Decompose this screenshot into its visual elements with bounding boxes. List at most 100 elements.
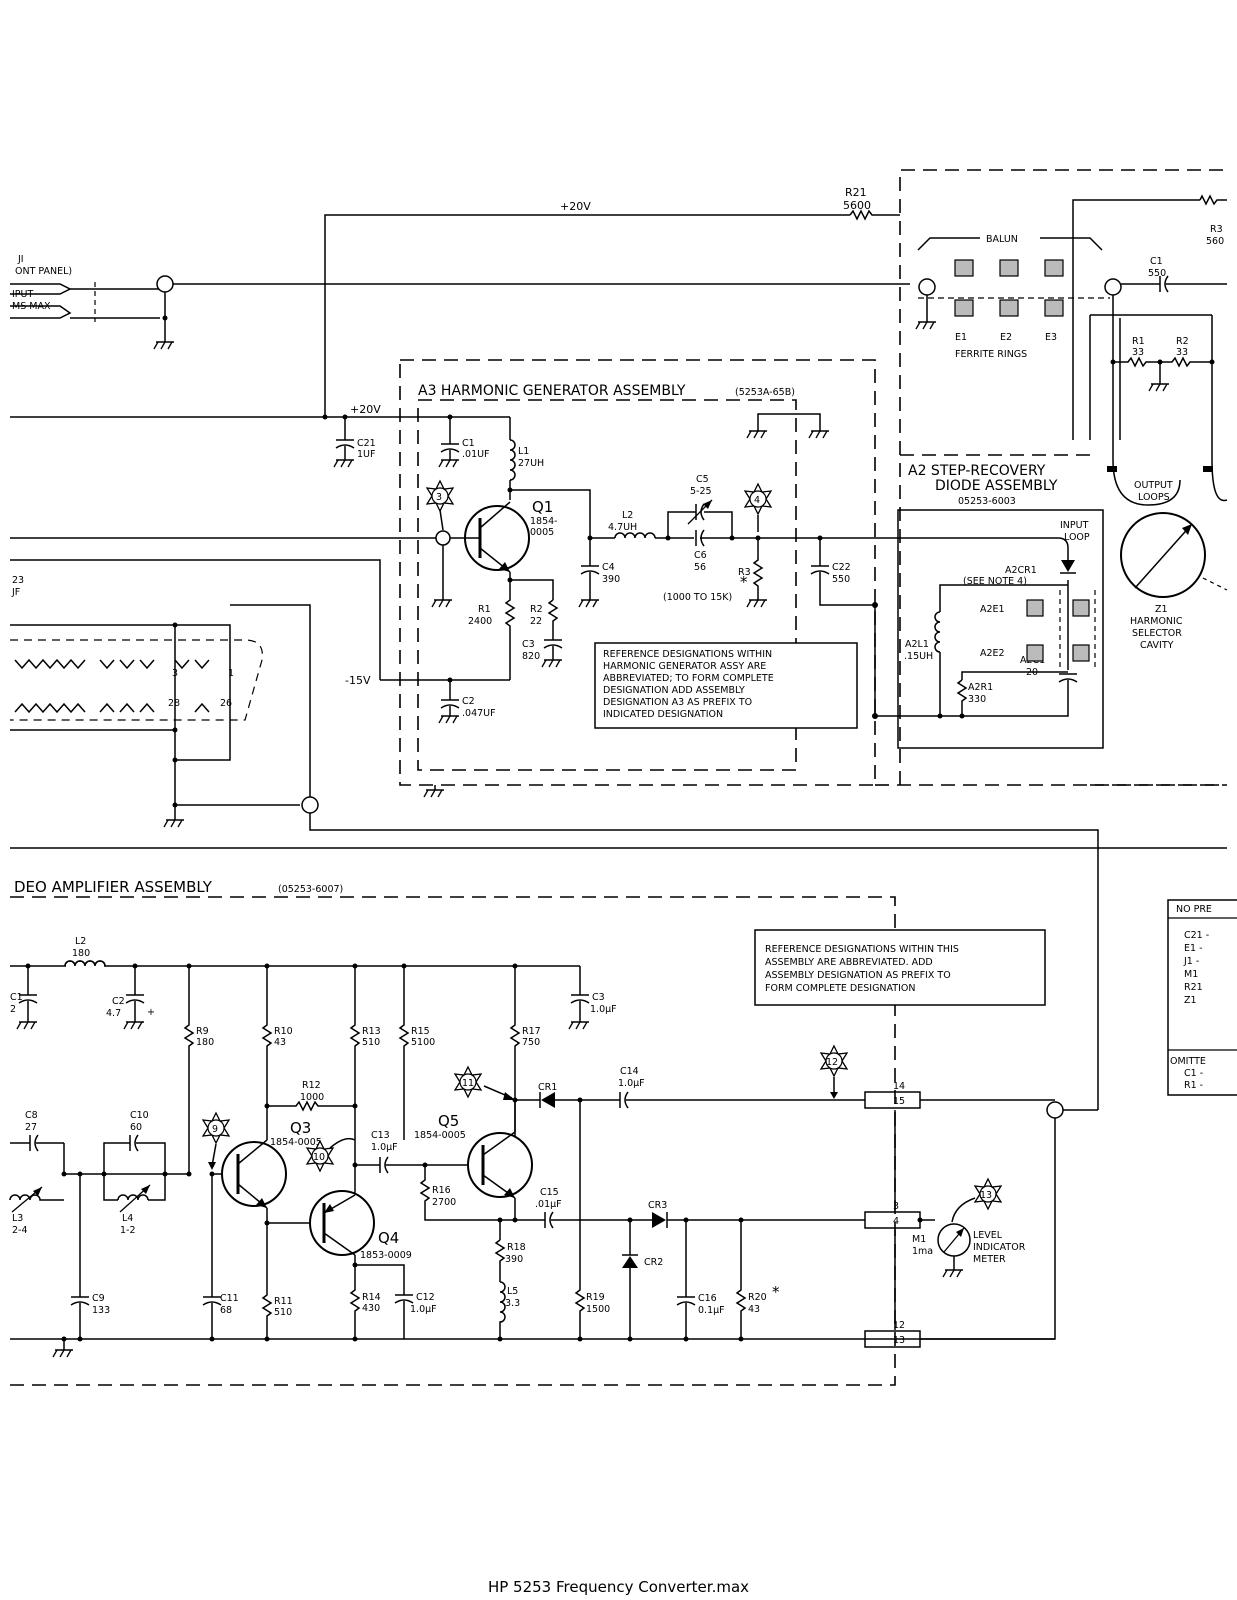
a3-q1-part1: 1854- bbox=[530, 516, 558, 527]
pin-26-label: 26 bbox=[220, 698, 232, 709]
va-c3-label: C3 bbox=[592, 992, 605, 1003]
z1-label-a: HARMONIC bbox=[1130, 616, 1183, 627]
va-c12-value: 1.0μF bbox=[410, 1304, 437, 1315]
va-c11-value: 68 bbox=[220, 1305, 232, 1316]
va-c8-value: 27 bbox=[25, 1122, 37, 1133]
ferrite-ring-blocks bbox=[918, 259, 1110, 317]
j1-input-connector: JI ONT PANEL) IPUT MS MAX bbox=[10, 254, 175, 350]
a3-l1-value: 27UH bbox=[518, 458, 544, 469]
a3-c6-label: C6 bbox=[694, 550, 707, 561]
m1-value: 1ma bbox=[912, 1246, 933, 1257]
see-note-label: (SEE NOTE 4) bbox=[963, 576, 1027, 587]
r21-label: R21 bbox=[845, 186, 867, 199]
va-c2-value: 4.7 bbox=[106, 1008, 121, 1019]
va-q5-part: 1854-0005 bbox=[414, 1130, 466, 1141]
test-point-11: 11 bbox=[462, 1078, 474, 1089]
a2-r1-label: R1 bbox=[1132, 336, 1145, 347]
va-c9-label: C9 bbox=[92, 1293, 105, 1304]
pin-1-label: 1 bbox=[228, 668, 234, 679]
a3-c4-label: C4 bbox=[602, 562, 615, 573]
a3-part-number: (5253A-65B) bbox=[735, 387, 795, 398]
video-amp-title: DEO AMPLIFIER ASSEMBLY bbox=[14, 878, 213, 896]
video-amplifier-assembly: DEO AMPLIFIER ASSEMBLY (05253-6007) REFE… bbox=[9, 878, 1098, 1386]
va-r19-label: R19 bbox=[586, 1292, 605, 1303]
svg-text:+: + bbox=[147, 1007, 155, 1018]
va-l3-label: L3 bbox=[12, 1213, 23, 1224]
va-r20-label: R20 bbox=[748, 1292, 767, 1303]
interconnect-cable-block: 23 JF 3 1 28 26 bbox=[10, 559, 1099, 1110]
output-loops-label-b: LOOPS bbox=[1138, 492, 1170, 503]
meter-label-b: INDICATOR bbox=[973, 1242, 1026, 1253]
document-footer: HP 5253 Frequency Converter.max bbox=[487, 1578, 750, 1596]
va-c14-label: C14 bbox=[620, 1066, 639, 1077]
va-c14-value: 1.0μF bbox=[618, 1078, 645, 1089]
a3-r2-label: R2 bbox=[530, 604, 543, 615]
va-c16-value: 0.1μF bbox=[698, 1305, 725, 1316]
va-c10-label: C10 bbox=[130, 1110, 149, 1121]
terminal-pin-3: 3 bbox=[893, 1201, 899, 1212]
c21-value: 1UF bbox=[357, 449, 375, 460]
a3-note-line: INDICATED DESIGNATION bbox=[603, 709, 723, 720]
pin-3-label: 3 bbox=[172, 668, 178, 679]
m1-label: M1 bbox=[912, 1234, 926, 1245]
a3-l2-value: 4.7UH bbox=[608, 522, 637, 533]
plus20v-label: +20V bbox=[560, 200, 591, 213]
a2-title-line1: A2 STEP-RECOVERY bbox=[908, 463, 1046, 479]
meter-label-a: LEVEL bbox=[973, 1230, 1003, 1241]
terminal-pin-14: 14 bbox=[893, 1081, 905, 1092]
va-r9-value: 180 bbox=[196, 1037, 214, 1048]
va-r10-value: 43 bbox=[274, 1037, 286, 1048]
a3-r3-value: (1000 TO 15K) bbox=[663, 592, 732, 603]
va-c12-label: C12 bbox=[416, 1292, 435, 1303]
a3-r3-label: R3 bbox=[738, 567, 751, 578]
a3-c2-value: .047UF bbox=[462, 708, 496, 719]
a3-note-line: HARMONIC GENERATOR ASSY ARE bbox=[603, 661, 766, 672]
reference-designator-table: NO PRE C21 - E1 - J1 - M1 R21 Z1 OMITTE … bbox=[1167, 899, 1237, 1096]
e1-label: E1 bbox=[955, 332, 967, 343]
va-l2-value: 180 bbox=[72, 948, 90, 959]
a3-l2-label: L2 bbox=[622, 510, 633, 521]
va-r14-value: 430 bbox=[362, 1303, 380, 1314]
va-r16-label: R16 bbox=[432, 1185, 451, 1196]
a3-c3-label: C3 bbox=[522, 639, 535, 650]
va-q3-label: Q3 bbox=[290, 1119, 311, 1137]
va-l5-label: L5 bbox=[507, 1286, 518, 1297]
plus20v-label-b: +20V bbox=[350, 403, 381, 416]
a3-r2-value: 22 bbox=[530, 616, 542, 627]
va-r14-label: R14 bbox=[362, 1292, 381, 1303]
va-q5-label: Q5 bbox=[438, 1112, 459, 1130]
va-r15-value: 5100 bbox=[411, 1037, 435, 1048]
terminal-pin-15: 15 bbox=[893, 1096, 905, 1107]
va-cr2-label: CR2 bbox=[644, 1257, 663, 1268]
z1-label: Z1 bbox=[1155, 604, 1168, 615]
a3-l1-label: L1 bbox=[518, 446, 529, 457]
svg-text:*: * bbox=[740, 573, 748, 591]
a3-c4-value: 390 bbox=[602, 574, 620, 585]
va-c8-label: C8 bbox=[25, 1110, 38, 1121]
a3-title: A3 HARMONIC GENERATOR ASSEMBLY bbox=[418, 383, 686, 399]
a3-r1-value: 2400 bbox=[468, 616, 492, 627]
a3-c5-label: C5 bbox=[696, 474, 709, 485]
c23-value: JF bbox=[11, 587, 20, 598]
minus15v-label: -15V bbox=[345, 674, 371, 687]
video-note-line: ASSEMBLY DESIGNATION AS PREFIX TO bbox=[765, 970, 951, 981]
a2cr1-label: A2CR1 bbox=[1005, 565, 1037, 576]
va-l4-label: L4 bbox=[122, 1213, 133, 1224]
va-l3-value: 2-4 bbox=[12, 1225, 28, 1236]
va-c10-value: 60 bbox=[130, 1122, 142, 1133]
va-q3-part: 1854-0005 bbox=[270, 1137, 322, 1148]
va-r18-value: 390 bbox=[505, 1254, 523, 1265]
a3-note-line: ABBREVIATED; TO FORM COMPLETE bbox=[603, 673, 774, 684]
a3-q1-part2: 0005 bbox=[530, 527, 554, 538]
terminal-pin-13: 13 bbox=[893, 1335, 905, 1346]
va-cr3-label: CR3 bbox=[648, 1200, 667, 1211]
input-label-b: MS MAX bbox=[12, 301, 51, 312]
c21-label: C21 bbox=[357, 438, 376, 449]
a3-c22-value: 550 bbox=[832, 574, 850, 585]
va-r11-label: R11 bbox=[274, 1296, 293, 1307]
a3-c6-value: 56 bbox=[694, 562, 706, 573]
a3-note-line: REFERENCE DESIGNATIONS WITHIN bbox=[603, 649, 772, 660]
video-note-line: ASSEMBLY ARE ABBREVIATED. ADD bbox=[765, 957, 933, 968]
va-r15-label: R15 bbox=[411, 1026, 430, 1037]
